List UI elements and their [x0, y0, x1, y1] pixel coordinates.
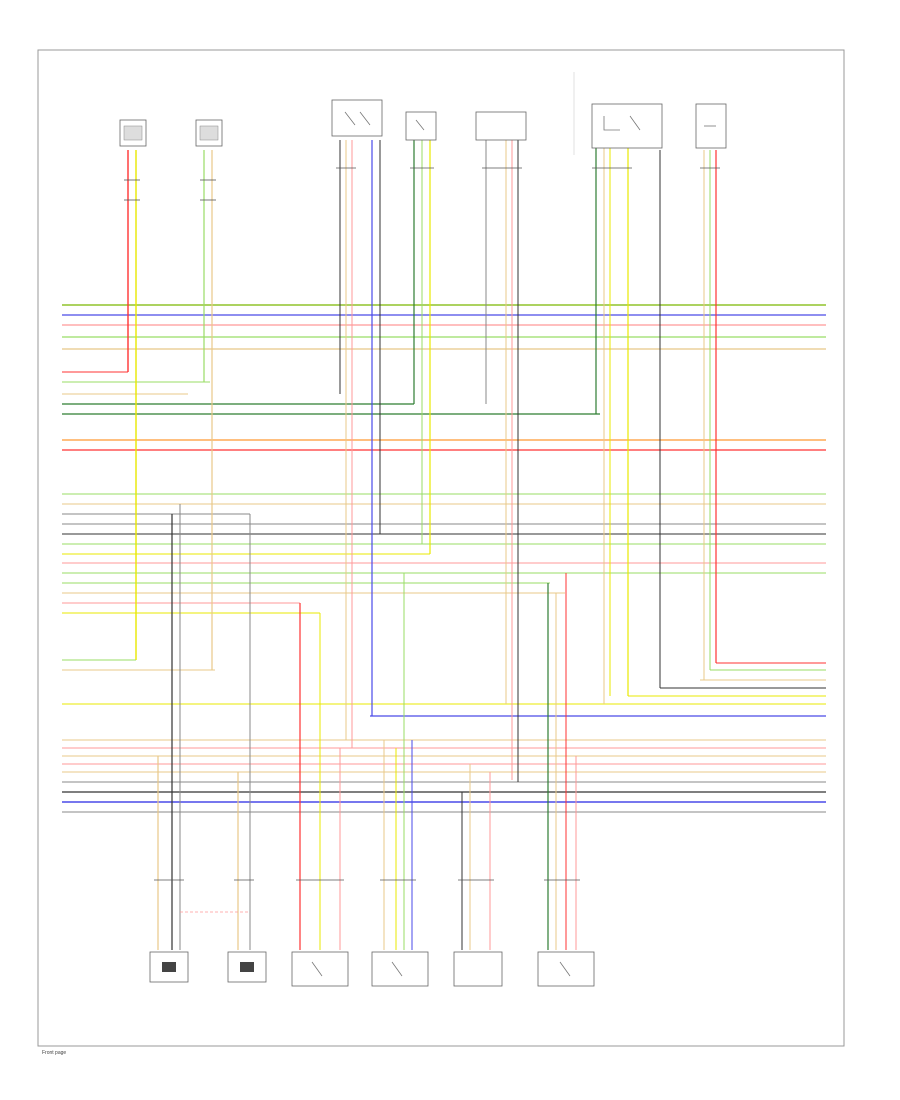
right-rear-door-speaker — [537, 951, 595, 987]
middle-bus — [62, 493, 826, 614]
front-right-speaker-wires — [203, 150, 213, 670]
lower-bus — [62, 739, 826, 813]
subwoofer-switch — [591, 103, 663, 149]
lower-middle-bus — [62, 659, 826, 717]
door-speaker-drops — [299, 573, 577, 950]
footer-label: Front page — [42, 1050, 66, 1056]
subwoofer-amp-wires — [703, 150, 717, 680]
radio-unit-wires — [413, 140, 431, 554]
subwoofer-switch-wires — [595, 140, 661, 704]
radio-unit — [405, 111, 437, 141]
connector-marks — [124, 167, 720, 881]
left-rear-door-speaker — [453, 951, 503, 987]
center-speaker-wires — [339, 140, 381, 748]
front-left-speaker — [119, 119, 147, 147]
center-speaker — [331, 99, 383, 137]
top-bus — [62, 304, 826, 350]
right-front-door-speaker — [371, 951, 429, 987]
diagram-frame — [37, 49, 845, 1047]
orange-red-pair — [62, 439, 826, 451]
amplifier — [475, 111, 527, 141]
rear-speaker-drops — [157, 504, 251, 950]
rear-left-speaker — [149, 951, 189, 983]
front-left-speaker-wires — [127, 150, 137, 660]
left-front-door-speaker — [291, 951, 349, 987]
rear-right-speaker — [227, 951, 267, 983]
local-bus-1 — [62, 371, 600, 415]
front-right-speaker — [195, 119, 223, 147]
subwoofer-amp — [695, 103, 727, 149]
amplifier-wires — [485, 140, 519, 782]
